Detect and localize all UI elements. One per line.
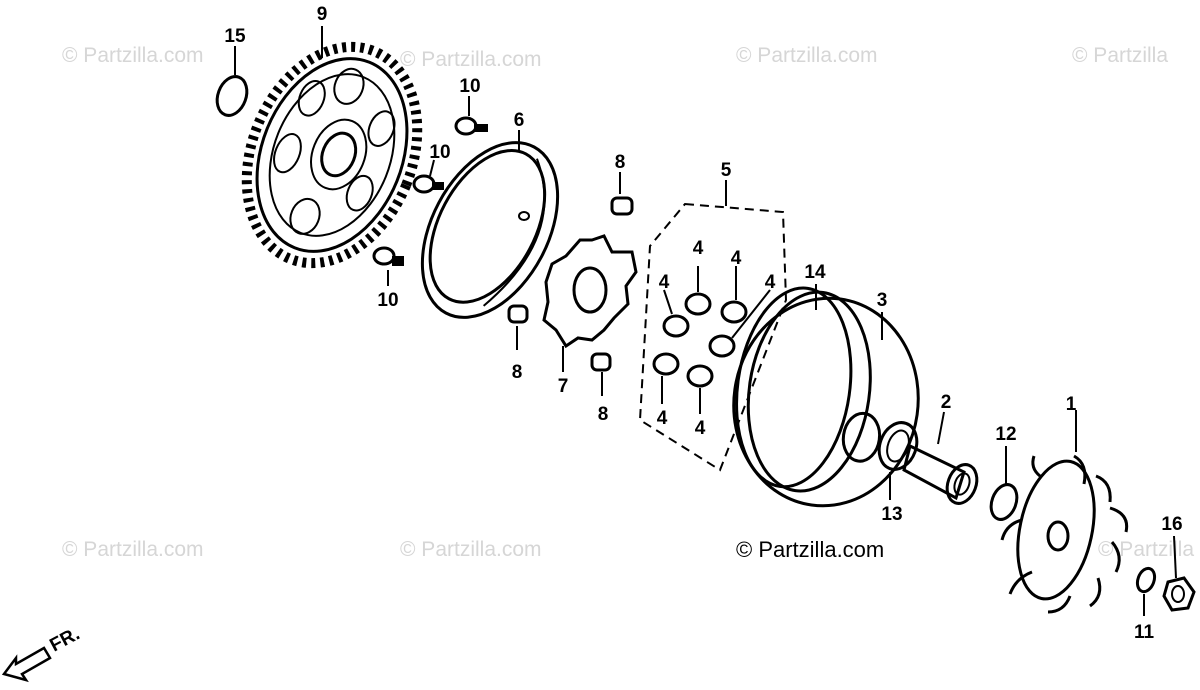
callout-16: 16 xyxy=(1161,514,1182,535)
roller xyxy=(652,352,680,404)
callout-labels: 1 2 3 4 4 4 4 4 4 5 6 7 8 8 8 9 10 10 10… xyxy=(224,4,1182,643)
part-2-collar xyxy=(902,411,979,505)
watermark: © Partzilla xyxy=(1098,538,1194,561)
callout-7: 7 xyxy=(558,376,569,397)
callout-9: 9 xyxy=(317,4,328,25)
bolt xyxy=(372,246,404,286)
part-6-ramp-plate xyxy=(420,130,560,319)
slider xyxy=(590,352,612,396)
callout-8c: 8 xyxy=(598,404,609,425)
watermark: © Partzilla.com xyxy=(736,44,878,67)
callout-4a: 4 xyxy=(693,238,704,259)
bolt xyxy=(454,96,488,136)
callout-2: 2 xyxy=(941,392,952,413)
callout-15: 15 xyxy=(224,26,246,47)
roller xyxy=(662,289,690,338)
part-13-washer xyxy=(877,421,919,500)
part-8-sliders xyxy=(507,172,634,396)
part-15-o-ring xyxy=(215,46,249,117)
roller xyxy=(684,266,712,316)
part-3-drive-pulley xyxy=(732,284,920,508)
callout-11: 11 xyxy=(1134,622,1155,643)
callout-3: 3 xyxy=(877,290,888,311)
part-9-gear xyxy=(241,26,423,269)
front-label: FR. xyxy=(46,624,83,657)
callout-1: 1 xyxy=(1066,394,1077,415)
callout-6: 6 xyxy=(514,110,525,131)
watermark: © Partzilla.com xyxy=(62,538,204,561)
callout-10b: 10 xyxy=(429,142,450,163)
callout-4e: 4 xyxy=(657,408,668,429)
watermark: © Partzilla.com xyxy=(400,48,542,71)
part-5-roller-set xyxy=(638,180,788,472)
watermark: © Partzilla.com xyxy=(400,538,542,561)
watermark: © Partzilla.com xyxy=(62,44,204,67)
roller xyxy=(720,266,748,324)
callout-5: 5 xyxy=(721,160,732,181)
slider xyxy=(610,172,634,216)
roller xyxy=(708,289,771,358)
callout-12: 12 xyxy=(995,424,1016,445)
callout-4c: 4 xyxy=(659,272,670,293)
front-direction-marker: FR. xyxy=(1,624,83,683)
watermarks: © Partzilla.com © Partzilla.com © Partzi… xyxy=(62,44,1194,561)
callout-13: 13 xyxy=(881,504,902,525)
watermark: © Partzilla xyxy=(1072,44,1168,67)
callout-8b: 8 xyxy=(512,362,523,383)
copyright-text: © Partzilla.com xyxy=(736,537,884,562)
part-10-bolts xyxy=(372,96,488,286)
callout-10c: 10 xyxy=(377,290,398,311)
part-4-weight-rollers xyxy=(652,266,771,414)
callout-4d: 4 xyxy=(765,272,776,293)
callout-10a: 10 xyxy=(459,76,480,97)
part-1-fan xyxy=(1000,410,1129,614)
part-12-washer xyxy=(989,446,1019,521)
callout-4b: 4 xyxy=(731,248,742,269)
callout-4f: 4 xyxy=(695,418,706,439)
roller xyxy=(686,364,714,414)
part-11-washer xyxy=(1135,566,1157,616)
part-16-nut xyxy=(1162,535,1196,612)
slider xyxy=(507,304,529,350)
part-7-drive-plate xyxy=(542,234,638,372)
callout-14: 14 xyxy=(804,262,826,283)
bolt xyxy=(412,159,444,194)
callout-8a: 8 xyxy=(615,152,626,173)
